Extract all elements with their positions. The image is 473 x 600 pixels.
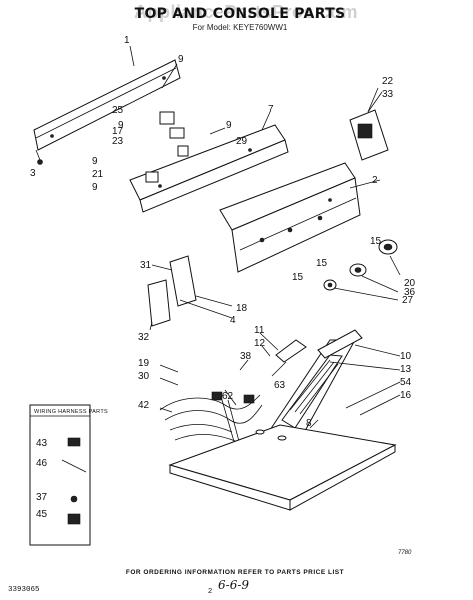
callout-9-right: 9 — [226, 120, 232, 131]
back-panel — [33, 59, 181, 151]
callout-9-left: 9 — [92, 156, 98, 167]
callout-29: 29 — [236, 136, 248, 147]
page-title: TOP AND CONSOLE PARTS — [134, 6, 346, 22]
callout-21: 21 — [92, 169, 104, 180]
console-panel — [219, 162, 361, 273]
callout-7: 7 — [268, 104, 274, 115]
wiring-harness — [159, 391, 263, 446]
callout-9-mid: 9 — [118, 120, 124, 131]
callout-9-top: 9 — [178, 54, 184, 65]
callout-18: 18 — [236, 303, 248, 314]
callout-30: 30 — [138, 371, 150, 382]
leader-lines — [129, 45, 401, 429]
callout-22: 22 — [382, 76, 394, 87]
inset-title: WIRING HARNESS PARTS — [34, 409, 108, 415]
watermark: AppliancePartsPros.com — [133, 2, 359, 22]
screw-3 — [35, 149, 43, 165]
top-panel — [168, 424, 397, 511]
inset-label-46: 46 — [36, 458, 48, 469]
document-code: 3393065 — [8, 586, 40, 594]
callout-12: 12 — [254, 338, 266, 349]
callout-36: 36 — [404, 287, 416, 298]
lint-filter — [269, 329, 363, 441]
console-bracket — [129, 111, 289, 213]
callout-19: 19 — [138, 358, 150, 369]
wiring-harness-inset — [29, 404, 91, 546]
diagram-code: 7780 — [398, 550, 412, 556]
callout-8: 8 — [306, 418, 312, 429]
callout-33: 33 — [382, 89, 394, 100]
callout-9-bottom: 9 — [92, 182, 98, 193]
callout-54: 54 — [400, 377, 412, 388]
callout-13: 13 — [400, 364, 412, 375]
filter-cover — [275, 339, 307, 363]
timer-switch — [349, 91, 389, 161]
callout-11: 11 — [254, 325, 265, 336]
inset-label-37: 37 — [36, 492, 48, 503]
callout-38: 38 — [240, 351, 252, 362]
page-number: 2 — [208, 586, 213, 595]
model-subtitle: For Model: KEYE760WW1 — [192, 23, 288, 32]
callout-25: 25 — [112, 105, 124, 116]
knobs — [323, 239, 398, 291]
callout-4: 4 — [230, 315, 236, 326]
callout-3: 3 — [30, 168, 36, 179]
ordering-note: FOR ORDERING INFORMATION REFER TO PARTS … — [125, 569, 345, 576]
callout-17: 17 — [112, 126, 124, 137]
handwritten-note: 6-6-9 — [218, 578, 250, 592]
callout-63: 63 — [274, 380, 286, 391]
callout-27: 27 — [402, 295, 414, 306]
callout-16: 16 — [400, 390, 412, 401]
callout-31: 31 — [140, 260, 152, 271]
inset-label-45: 45 — [36, 509, 48, 520]
inset-label-43: 43 — [36, 438, 48, 449]
callout-32: 32 — [138, 332, 150, 343]
callout-62: 62 — [222, 391, 234, 402]
callout-10: 10 — [400, 351, 412, 362]
callout-20: 20 — [404, 278, 416, 289]
console-end-cap — [147, 255, 197, 327]
callout-2: 2 — [372, 175, 378, 186]
callout-42: 42 — [138, 400, 150, 411]
callout-15-mid: 15 — [316, 258, 328, 269]
callout-15-bottom: 15 — [292, 272, 304, 283]
callout-1: 1 — [124, 35, 130, 46]
callout-23: 23 — [112, 136, 124, 147]
callout-15-top: 15 — [370, 236, 382, 247]
